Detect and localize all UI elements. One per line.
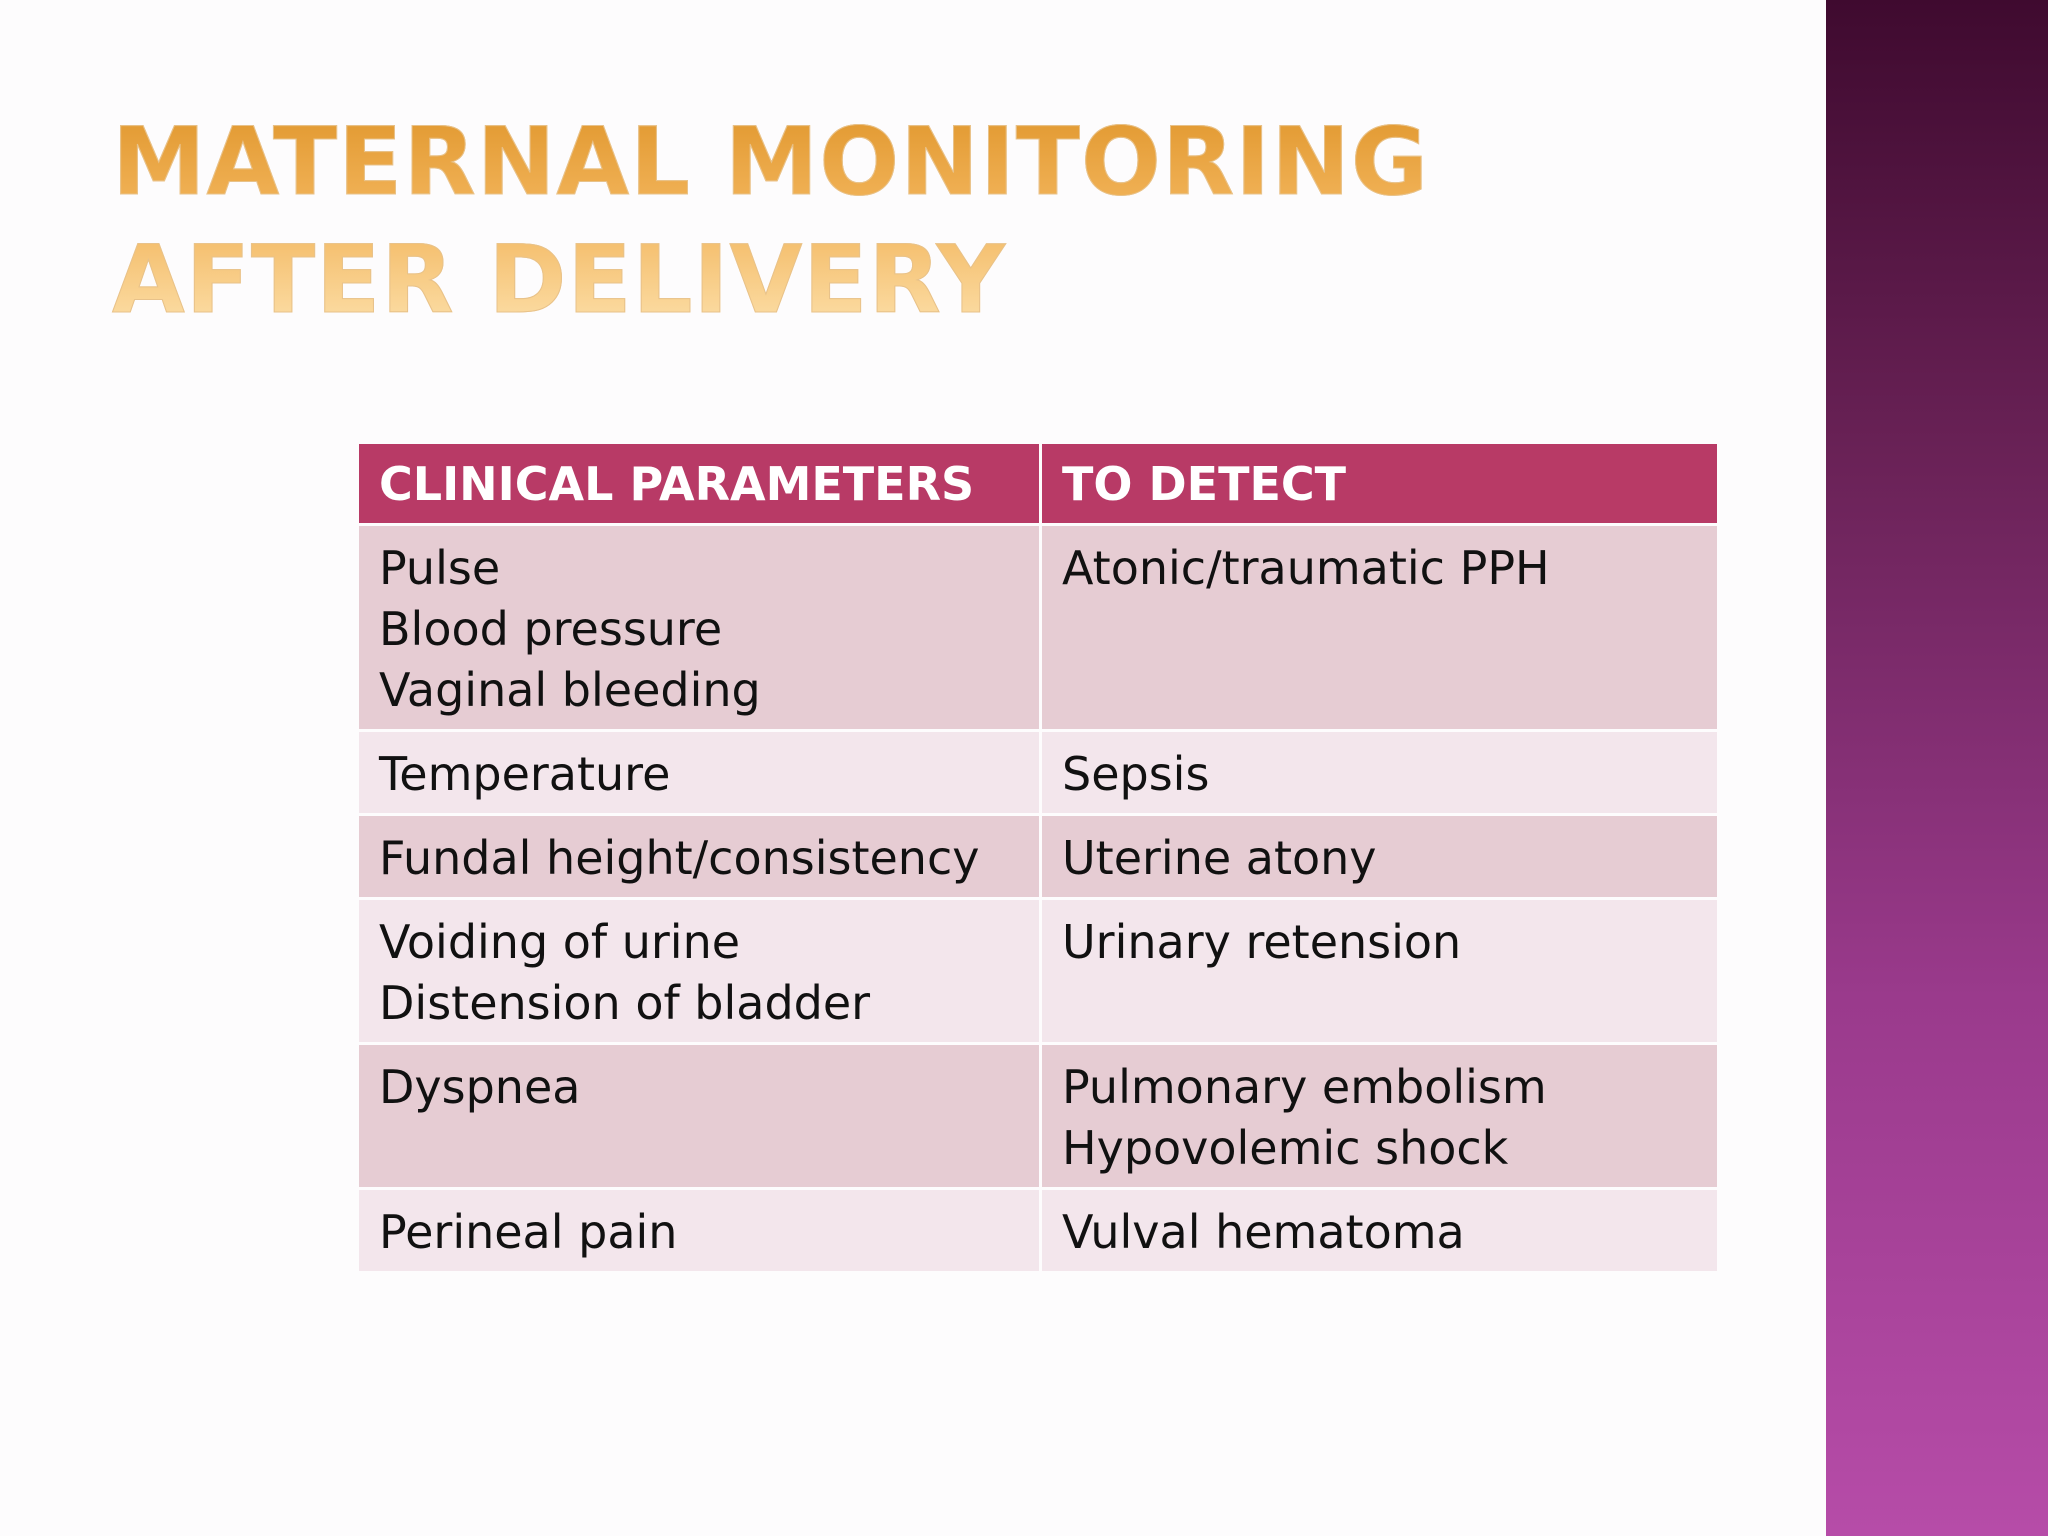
- parameter-cell: Fundal height/consistency: [359, 816, 1039, 897]
- parameter-text: Pulse: [379, 541, 501, 595]
- detect-text: Uterine atony: [1062, 831, 1377, 885]
- detect-text: Vulval hematoma: [1062, 1205, 1465, 1259]
- detect-cell: Uterine atony: [1042, 816, 1717, 897]
- table-row: Voiding of urine Distension of bladder U…: [359, 900, 1717, 1042]
- parameter-cell: Pulse Blood pressure Vaginal bleeding: [359, 526, 1039, 729]
- table-row: Pulse Blood pressure Vaginal bleeding At…: [359, 526, 1717, 729]
- detect-cell: Vulval hematoma: [1042, 1190, 1717, 1271]
- table-header-row: CLINICAL PARAMETERS TO DETECT: [359, 444, 1717, 523]
- detect-text: Sepsis: [1062, 747, 1210, 801]
- parameter-text: Distension of bladder: [379, 976, 871, 1030]
- detect-text: Pulmonary embolism: [1062, 1060, 1547, 1114]
- parameter-text: Voiding of urine: [379, 915, 741, 969]
- parameter-text: Temperature: [379, 747, 671, 801]
- parameter-text: Vaginal bleeding: [379, 663, 761, 717]
- decorative-side-bar: [1826, 0, 2048, 1536]
- column-header-to-detect: TO DETECT: [1042, 444, 1717, 523]
- parameter-cell: Perineal pain: [359, 1190, 1039, 1271]
- column-header-parameters: CLINICAL PARAMETERS: [359, 444, 1039, 523]
- detect-text: Urinary retension: [1062, 915, 1462, 969]
- detect-cell: Sepsis: [1042, 732, 1717, 813]
- detect-text: Hypovolemic shock: [1062, 1121, 1509, 1175]
- monitoring-table: CLINICAL PARAMETERS TO DETECT Pulse Bloo…: [356, 441, 1720, 1274]
- parameter-cell: Voiding of urine Distension of bladder: [359, 900, 1039, 1042]
- detect-text: Atonic/traumatic PPH: [1062, 541, 1550, 595]
- slide-title: Maternal Monitoring after Delivery: [112, 104, 1672, 340]
- table-row: Dyspnea Pulmonary embolism Hypovolemic s…: [359, 1045, 1717, 1187]
- parameter-cell: Temperature: [359, 732, 1039, 813]
- detect-cell: Urinary retension: [1042, 900, 1717, 1042]
- parameter-cell: Dyspnea: [359, 1045, 1039, 1187]
- table-row: Temperature Sepsis: [359, 732, 1717, 813]
- detect-cell: Atonic/traumatic PPH: [1042, 526, 1717, 729]
- detect-cell: Pulmonary embolism Hypovolemic shock: [1042, 1045, 1717, 1187]
- parameter-text: Perineal pain: [379, 1205, 678, 1259]
- parameter-text: Dyspnea: [379, 1060, 581, 1114]
- parameter-text: Fundal height/consistency: [379, 831, 980, 885]
- table-row: Perineal pain Vulval hematoma: [359, 1190, 1717, 1271]
- parameter-text: Blood pressure: [379, 602, 723, 656]
- table-row: Fundal height/consistency Uterine atony: [359, 816, 1717, 897]
